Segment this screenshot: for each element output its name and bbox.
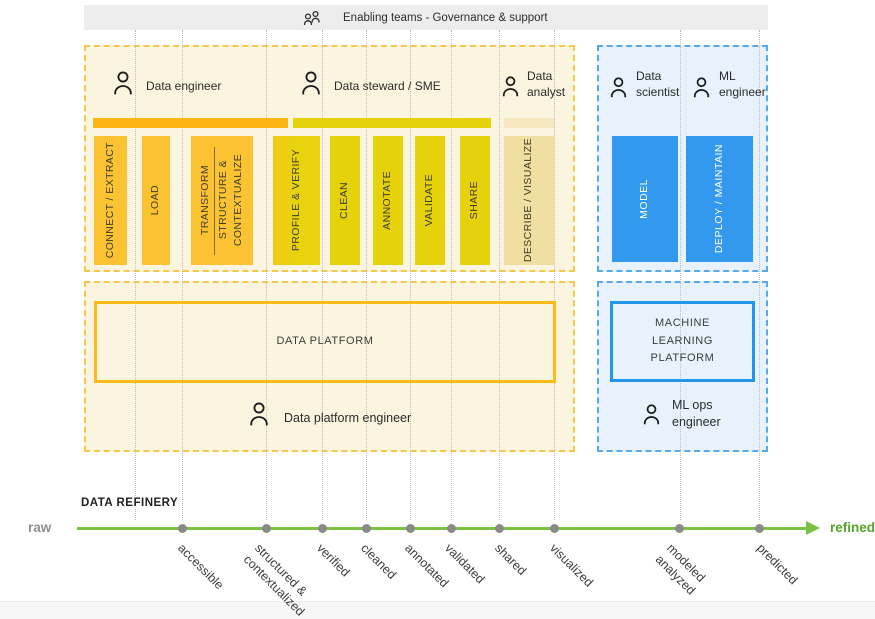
axis-end-label: refined bbox=[830, 520, 875, 535]
stage-dot bbox=[262, 524, 271, 533]
stage-dot bbox=[675, 524, 684, 533]
task-bar-model: MODEL bbox=[612, 136, 678, 262]
gridline bbox=[499, 30, 500, 520]
stage-dot bbox=[755, 524, 764, 533]
person-icon bbox=[248, 400, 270, 427]
person-icon bbox=[300, 69, 322, 96]
ml-platform-panel bbox=[597, 281, 768, 452]
task-bar-profile-verify: PROFILE & VERIFY bbox=[273, 136, 320, 265]
role-label-data-steward: Data steward / SME bbox=[334, 79, 441, 93]
arrow-right-icon bbox=[806, 521, 820, 535]
gridline bbox=[182, 30, 183, 520]
gridline bbox=[366, 30, 367, 520]
stage-label-verified: verified bbox=[314, 541, 353, 580]
bar-divider bbox=[213, 146, 215, 255]
stage-dot bbox=[318, 524, 327, 533]
strip-data-engineer bbox=[93, 118, 288, 128]
person-icon bbox=[692, 75, 711, 99]
person-icon bbox=[642, 402, 661, 426]
gridline bbox=[451, 30, 452, 520]
data-platform-panel bbox=[84, 281, 575, 452]
ml-platform-box: MACHINE LEARNING PLATFORM bbox=[610, 301, 755, 382]
stage-dot bbox=[362, 524, 371, 533]
task-bar-validate: VALIDATE bbox=[415, 136, 445, 265]
person-icon bbox=[112, 69, 134, 96]
axis-start-label: raw bbox=[28, 520, 52, 535]
stage-label-visualized: visualized bbox=[547, 541, 596, 590]
gridline bbox=[266, 30, 267, 520]
data-platform-box: DATA PLATFORM bbox=[94, 301, 556, 383]
person-icon bbox=[609, 75, 628, 99]
gridline bbox=[554, 30, 555, 520]
enabling-teams-label: Enabling teams - Governance & support bbox=[343, 11, 548, 24]
stage-label-modeled-analyzed: modeled analyzed bbox=[653, 541, 708, 598]
stage-dot bbox=[178, 524, 187, 533]
stage-label-shared: shared bbox=[492, 541, 530, 578]
task-bar-connect-extract: CONNECT / EXTRACT bbox=[94, 136, 127, 265]
role-label-data-analyst: Data analyst bbox=[527, 69, 566, 100]
stage-label-accessible: accessible bbox=[175, 541, 227, 593]
gridline bbox=[322, 30, 323, 520]
role-label-data-platform-engineer: Data platform engineer bbox=[284, 411, 412, 425]
role-label-data-engineer: Data engineer bbox=[146, 79, 222, 93]
gridline bbox=[410, 30, 411, 520]
stage-dot bbox=[406, 524, 415, 533]
task-bar-deploy-maintain: DEPLOY / MAINTAIN bbox=[686, 136, 753, 262]
task-bar-annotate: ANNOTATE bbox=[373, 136, 403, 265]
person-icon bbox=[501, 74, 520, 98]
stage-dot bbox=[447, 524, 456, 533]
enabling-teams-bar: Enabling teams - Governance & support bbox=[84, 5, 768, 30]
stage-label-cleaned: cleaned bbox=[358, 541, 399, 582]
team-icon bbox=[302, 10, 322, 26]
gridline bbox=[759, 30, 760, 520]
task-bar-share: SHARE bbox=[460, 136, 490, 265]
gridline bbox=[135, 30, 136, 520]
refinery-axis-line bbox=[77, 527, 810, 530]
task-bar-load: LOAD bbox=[142, 136, 170, 265]
axis-title: DATA REFINERY bbox=[78, 497, 182, 509]
role-label-data-scientist: Data scientist bbox=[636, 69, 680, 100]
gridline bbox=[680, 30, 681, 520]
stage-dot bbox=[495, 524, 504, 533]
stage-dot bbox=[550, 524, 559, 533]
strip-data-steward bbox=[293, 118, 491, 128]
task-bar-clean: CLEAN bbox=[330, 136, 360, 265]
stage-label-predicted: predicted bbox=[754, 541, 801, 588]
role-label-ml-engineer: ML engineer bbox=[719, 69, 766, 100]
role-label-ml-ops-engineer: ML ops engineer bbox=[672, 398, 721, 429]
task-bar-transform: TRANSFORM STRUCTURE & CONTEXTUALIZE bbox=[191, 136, 253, 265]
bottom-strip bbox=[0, 601, 875, 619]
strip-data-analyst bbox=[504, 118, 554, 128]
task-bar-describe-visualize: DESCRIBE / VISUALIZE bbox=[504, 136, 554, 265]
